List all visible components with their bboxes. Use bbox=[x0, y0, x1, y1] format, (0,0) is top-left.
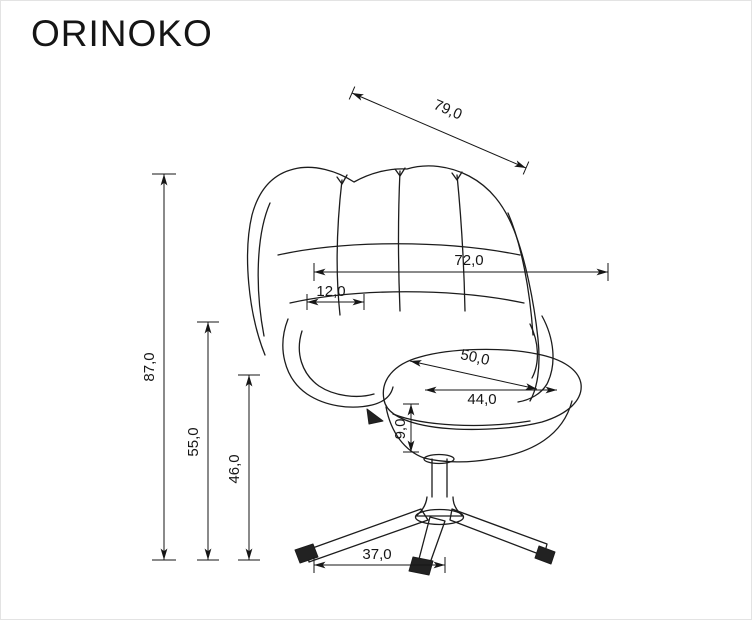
dimension-annotations: 79,0 72,0 12,0 87,0 bbox=[141, 86, 609, 573]
dim-overall-width-label: 72,0 bbox=[454, 252, 483, 269]
base-leg-right bbox=[449, 508, 548, 557]
dim-arm-panel-label: 12,0 bbox=[316, 283, 345, 300]
tuft-seam-vertical-3 bbox=[456, 174, 466, 312]
dim-depth-tick-start bbox=[348, 86, 356, 100]
chair-drawing bbox=[246, 165, 582, 576]
dim-arm-panel: 12,0 bbox=[306, 283, 365, 310]
dim-seat-width-label: 44,0 bbox=[467, 391, 496, 408]
tuft-seam-horizontal-1 bbox=[277, 243, 521, 256]
under-shell-left bbox=[385, 406, 425, 459]
dim-seat-height: 46,0 bbox=[226, 374, 260, 561]
left-arm-inner bbox=[298, 330, 375, 397]
dim-total-height-label: 87,0 bbox=[141, 352, 158, 381]
foot-front bbox=[408, 556, 434, 576]
chair-left-wing-line bbox=[257, 202, 271, 337]
dim-armrest-height-label: 55,0 bbox=[185, 427, 202, 456]
dim-seat-height-label: 46,0 bbox=[226, 454, 243, 483]
dim-depth-tick-end bbox=[522, 161, 530, 175]
chair-back-outline bbox=[246, 165, 540, 402]
tuft-notch-3 bbox=[451, 171, 463, 181]
dim-depth-label: 79,0 bbox=[431, 96, 465, 123]
chair-right-wing-line bbox=[507, 212, 534, 336]
left-arm-outer bbox=[282, 318, 394, 408]
tuft-seam-horizontal-2 bbox=[289, 291, 525, 304]
foot-right bbox=[534, 545, 556, 565]
base-leg-left bbox=[306, 508, 429, 563]
tuft-seam-vertical-2 bbox=[397, 170, 401, 312]
under-shell-right bbox=[490, 400, 573, 460]
dim-cushion: 9,0 bbox=[392, 403, 419, 453]
base-hub bbox=[414, 508, 465, 526]
dim-depth-line bbox=[351, 92, 527, 169]
dim-seat-diagonal-label: 50,0 bbox=[459, 346, 491, 369]
dim-total-height: 87,0 bbox=[141, 173, 176, 561]
dim-seat-diagonal-line bbox=[409, 360, 538, 390]
dim-seat-width: 44,0 bbox=[425, 386, 557, 408]
product-title: ORINOKO bbox=[31, 13, 213, 54]
foot-left bbox=[294, 543, 319, 564]
right-arm-outer bbox=[517, 315, 554, 403]
dim-overall-width: 72,0 bbox=[313, 252, 609, 281]
dim-cushion-label: 9,0 bbox=[392, 419, 409, 440]
pedestal-collar bbox=[423, 453, 455, 465]
dim-base-leg-label: 37,0 bbox=[362, 546, 391, 563]
tuft-notch-1 bbox=[336, 174, 348, 185]
seat-front-lip bbox=[392, 413, 531, 427]
dim-base-leg: 37,0 bbox=[313, 546, 446, 573]
dim-armrest-height: 55,0 bbox=[185, 321, 219, 561]
dim-depth: 79,0 bbox=[348, 86, 530, 175]
seat-outline bbox=[382, 348, 582, 431]
right-arm-inner bbox=[529, 323, 539, 379]
pedestal-flare bbox=[415, 496, 464, 517]
under-shell-bottom bbox=[423, 457, 492, 463]
tuft-notch-2 bbox=[394, 167, 406, 177]
arm-seat-shadow bbox=[366, 408, 384, 425]
dim-seat-diagonal: 50,0 bbox=[409, 346, 538, 390]
